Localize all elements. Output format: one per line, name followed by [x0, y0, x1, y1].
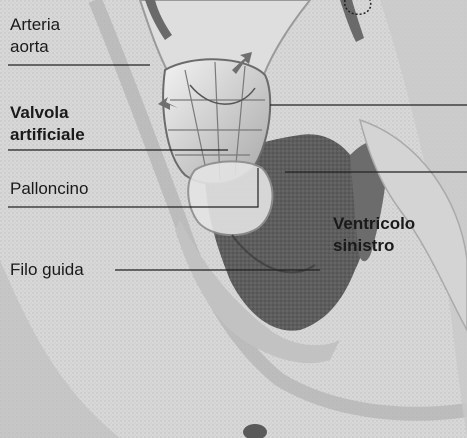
label-aorta-line2: aorta [10, 36, 49, 57]
label-balloon: Palloncino [10, 178, 88, 199]
label-guidewire: Filo guida [10, 259, 84, 280]
label-valve-line1: Valvola [10, 102, 69, 123]
label-aorta-line1: Arteria [10, 14, 60, 35]
balloon [188, 161, 272, 235]
label-valve-line2: artificiale [10, 124, 85, 145]
label-ventricle-line1: Ventricolo [333, 213, 415, 234]
label-ventricle-line2: sinistro [333, 235, 394, 256]
